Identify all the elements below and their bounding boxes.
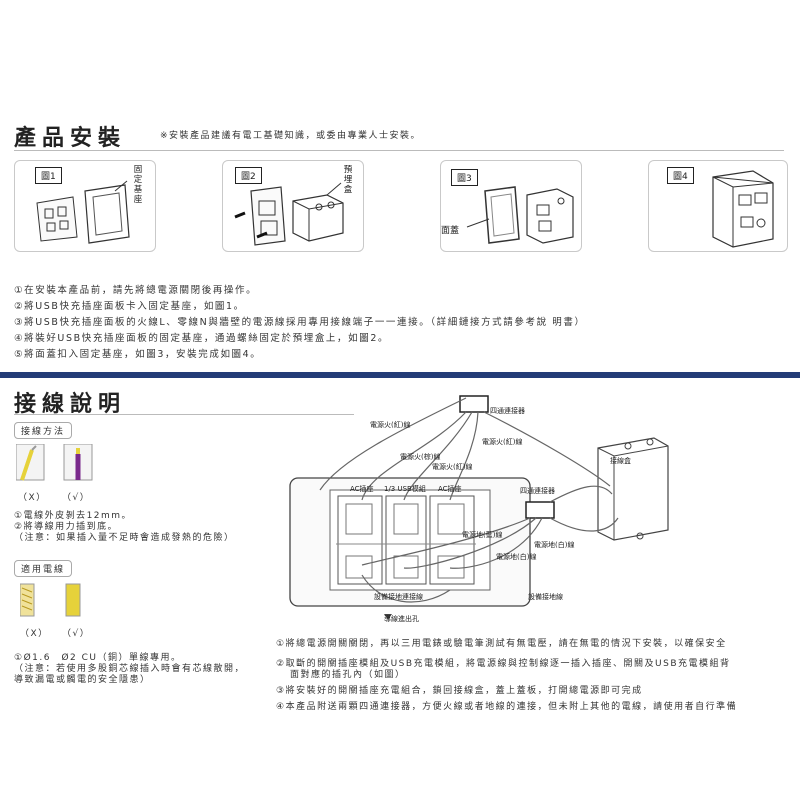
figure-4-illustration — [712, 170, 774, 248]
figure-3: 圖3 面蓋 — [440, 160, 582, 252]
label-equip-ground-1: 設備接地連接線 — [374, 593, 423, 601]
label-outlet-hole: 導線進出孔 — [384, 615, 419, 623]
label-equip-ground-2: 設備接地線 — [528, 593, 563, 601]
figure-1-illustration — [36, 180, 130, 244]
label-ac-socket-left: AC插座 — [350, 485, 374, 493]
figure-3-illustration — [466, 186, 574, 244]
method-right-mark: （√） — [62, 493, 91, 503]
cable-note-2: （注意：若使用多股銅芯線插入時會有芯線散開， — [14, 664, 246, 674]
wiring-instruction-4: ④本產品附送兩顆四通連接器，方便火線或者地線的連接，但未附上其他的電線，請使用者… — [276, 702, 738, 712]
label-usb-module: 1/3 USB模組 — [384, 485, 426, 493]
figure-2-label: 圖2 — [235, 167, 262, 184]
install-step-5: ⑤將面蓋扣入固定基座，如圖3，安裝完成如圖4。 — [14, 349, 262, 360]
figure-3-callout: 面蓋 — [441, 226, 460, 236]
label-ground-blue: 電源地(藍)線 — [462, 531, 503, 539]
label-ground-white-2: 電源地(白)線 — [496, 553, 537, 561]
figure-2-callout: 預埋盒 — [343, 165, 353, 195]
wiring-instruction-2b: 面對應的插孔內（如圖） — [290, 670, 406, 680]
cable-note-3: 導致漏電或觸電的安全隱患） — [14, 675, 151, 685]
label-live-brown: 電源火(棕)線 — [400, 453, 441, 461]
label-live-red-1: 電源火(紅)線 — [370, 421, 411, 429]
cable-wrong-mark: （X） — [20, 629, 49, 639]
section-divider-bar — [0, 372, 800, 378]
figure-1: 圖1 固定基座 — [14, 160, 156, 252]
install-step-4: ④將裝好USB快充插座面板的固定基座，通過螺絲固定於預埋盒上，如圖2。 — [14, 333, 390, 344]
figure-1-label: 圖1 — [35, 167, 62, 184]
wiring-diagram — [289, 395, 669, 620]
install-step-2: ②將USB快充插座面板卡入固定基座，如圖1。 — [14, 301, 245, 312]
label-ground-white-1: 電源地(白)線 — [534, 541, 575, 549]
label-live-red-2: 電源火(紅)線 — [482, 438, 523, 446]
install-step-1: ①在安裝本產品前，請先將總電源關閉後再操作。 — [14, 285, 258, 296]
install-note: ※安裝產品建議有電工基礎知識，或委由專業人士安裝。 — [160, 131, 422, 141]
cable-tag: 適用電線 — [14, 560, 73, 577]
label-four-way-mid: 四通連接器 — [520, 487, 555, 495]
figure-4-label: 圖4 — [667, 167, 694, 184]
wiring-divider — [14, 414, 354, 415]
wiring-instruction-1: ①將總電源開關關閉，再以三用電錶或驗電筆測試有無電壓，請在無電的情況下安裝，以確… — [276, 639, 727, 649]
wiring-instruction-3: ③將安裝好的開關插座充電組合，鎖回接線盒，蓋上蓋板，打開總電源即可完成 — [276, 686, 643, 696]
method-note-2: ②將導線用力插到底。 — [14, 522, 119, 532]
figure-2: 圖2 預埋盒 — [222, 160, 364, 252]
wiring-title: 接線說明 — [14, 392, 127, 417]
figure-3-label: 圖3 — [451, 169, 478, 186]
cable-illustration — [20, 583, 81, 617]
wiring-method-illustration — [16, 444, 93, 481]
install-title: 產品安裝 — [14, 126, 127, 151]
install-step-3: ③將USB快充插座面板的火線L、零線N與牆壁的電源線採用專用接線端子一一連接。（… — [14, 317, 586, 328]
figure-2-illustration — [234, 182, 344, 246]
method-wrong-mark: （X） — [18, 493, 47, 503]
method-note-3: （注意：如果插入量不足時會造成發熱的危險） — [14, 533, 235, 543]
label-four-way-top: 四通連接器 — [490, 407, 525, 415]
label-ac-socket-right: AC插座 — [438, 485, 462, 493]
label-junction-box: 接線盒 — [610, 457, 631, 465]
wiring-method-tag: 接線方法 — [14, 422, 73, 439]
method-note-1: ①電線外皮剝去12mm。 — [14, 511, 133, 521]
cable-note-1: ①Ø1.6 Ø2 CU（銅）單線專用。 — [14, 653, 182, 663]
figure-1-callout: 固定基座 — [133, 165, 143, 205]
cable-right-mark: （√） — [62, 629, 91, 639]
figure-4: 圖4 — [648, 160, 788, 252]
wiring-instruction-2: ②取斷的開關插座模組及USB充電模組，將電源線與控制線逐一插入插座、開關及USB… — [276, 659, 731, 669]
label-live-red-3: 電源火(紅)線 — [432, 463, 473, 471]
install-divider — [14, 150, 784, 151]
